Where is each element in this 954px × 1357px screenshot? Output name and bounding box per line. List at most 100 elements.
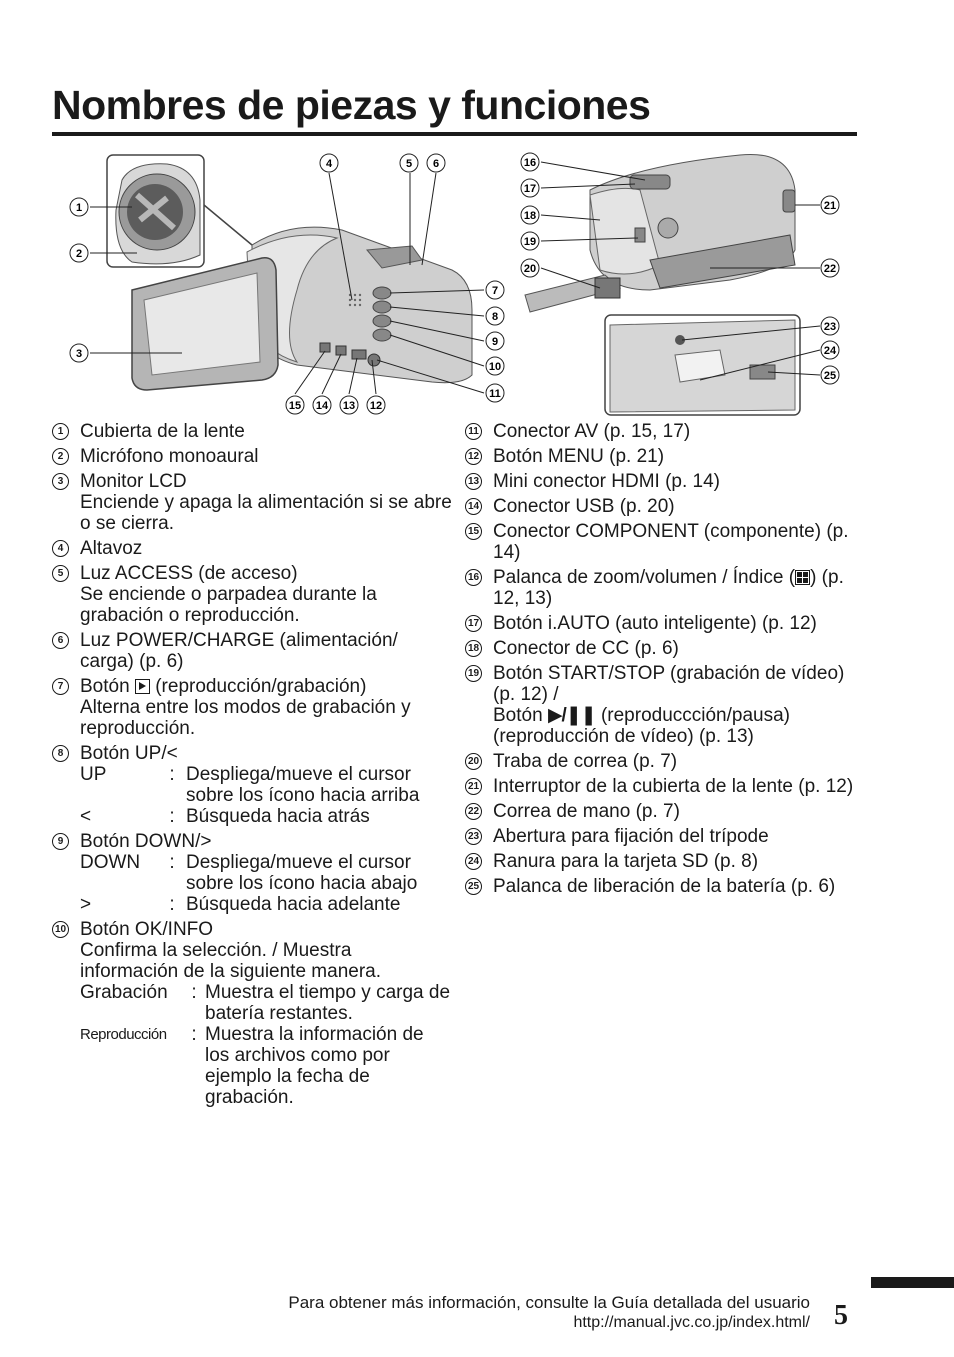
item-description: Enciende y apaga la alimentación si se a… — [80, 492, 452, 534]
definition-sep: : — [191, 1024, 197, 1045]
item-number: 14 — [465, 498, 482, 515]
list-item: 25 Palanca de liberación de la batería (… — [465, 876, 865, 897]
item-label: Palanca de liberación de la batería (p. … — [493, 876, 836, 897]
definition-key: DOWN — [80, 852, 141, 873]
camcorder-rear-figure: 16 17 18 19 20 21 22 23 24 25 — [520, 152, 840, 416]
item-number: 6 — [52, 632, 69, 649]
title-rule — [52, 132, 857, 136]
item-label: Abertura para fijación del trípode — [493, 826, 769, 847]
definition-key: > — [80, 894, 92, 915]
callout-label: 1 — [76, 202, 82, 214]
item-number: 12 — [465, 448, 482, 465]
callout-label: 14 — [316, 400, 329, 412]
callout-badge: 6 — [426, 153, 446, 173]
definition-row: < : Búsqueda hacia atrás — [80, 806, 452, 827]
callout-badge: 24 — [820, 340, 840, 360]
item-number: 11 — [465, 423, 482, 440]
definition-row: Grabación : Muestra el tiempo y carga de… — [80, 982, 452, 1024]
list-item: 11 Conector AV (p. 15, 17) — [465, 421, 865, 442]
list-item: 4 Altavoz — [52, 538, 452, 559]
list-item: 22 Correa de mano (p. 7) — [465, 801, 865, 822]
definition-value: Búsqueda hacia atrás — [186, 806, 370, 827]
item-label: Altavoz — [80, 538, 143, 559]
list-item: 8 Botón UP/< UP : Despliega/mueve el cur… — [52, 743, 452, 827]
item-label: Traba de correa (p. 7) — [493, 751, 678, 772]
definition-value: Despliega/mueve el cursor sobre los ícon… — [186, 852, 418, 894]
list-item: 9 Botón DOWN/> DOWN : Despliega/mueve el… — [52, 831, 452, 915]
item-label: Botón (reproducción/grabación) — [80, 676, 452, 697]
callout-label: 17 — [524, 183, 536, 195]
footer: Para obtener más información, consulte l… — [288, 1293, 810, 1333]
callout-label: 4 — [326, 158, 333, 170]
list-item: 21 Interruptor de la cubierta de la lent… — [465, 776, 865, 797]
item-label-post: (reproducción/grabación) — [155, 676, 367, 697]
definition-key: Grabación — [80, 982, 168, 1003]
item-label: Botón MENU (p. 21) — [493, 446, 665, 467]
camcorder-front-figure: 1 2 3 4 5 6 7 8 9 10 11 12 13 14 15 — [69, 153, 505, 415]
definition-sep: : — [169, 764, 175, 785]
callout-label: 16 — [524, 157, 536, 169]
item-number: 5 — [52, 565, 69, 582]
definition-row: DOWN : Despliega/mueve el cursor sobre l… — [80, 852, 452, 894]
definition-sep: : — [169, 894, 175, 915]
list-item: 16 Palanca de zoom/volumen / Índice () (… — [465, 567, 865, 609]
callout-badge: 8 — [485, 306, 505, 326]
list-item: 1 Cubierta de la lente — [52, 421, 452, 442]
definition-value: Despliega/mueve el cursor sobre los ícon… — [186, 764, 420, 806]
callout-badge: 2 — [69, 243, 89, 263]
item-number: 10 — [52, 921, 69, 938]
item-label: Conector de CC (p. 6) — [493, 638, 679, 659]
definition-row: > : Búsqueda hacia adelante — [80, 894, 452, 915]
item-number: 4 — [52, 540, 69, 557]
item-label-pre: Botón — [80, 676, 130, 697]
item-label: Botón START/STOP (grabación de vídeo) (p… — [493, 663, 845, 705]
list-item: 3 Monitor LCD Enciende y apaga la alimen… — [52, 471, 452, 534]
definition-sep: : — [169, 852, 175, 873]
item-number: 22 — [465, 803, 482, 820]
item-number: 7 — [52, 678, 69, 695]
callout-badge: 17 — [520, 178, 540, 198]
item-label: Monitor LCD — [80, 471, 187, 492]
item-number: 16 — [465, 569, 482, 586]
item-label: Cubierta de la lente — [80, 421, 245, 442]
item-label: Botón UP/< — [80, 743, 178, 764]
callout-label: 3 — [76, 348, 82, 360]
callout-badge: 23 — [820, 316, 840, 336]
callout-label: 24 — [824, 345, 837, 357]
callout-badge: 25 — [820, 365, 840, 385]
item-label-secondary: Botón ▶/❚❚ (reproduccción/pausa) (reprod… — [493, 705, 865, 747]
item-number: 25 — [465, 878, 482, 895]
callout-badge: 20 — [520, 258, 540, 278]
item-number: 23 — [465, 828, 482, 845]
footer-url-link[interactable]: http://manual.jvc.co.jp/index.html/ — [573, 1314, 810, 1331]
list-item: 13 Mini conector HDMI (p. 14) — [465, 471, 865, 492]
list-item: 18 Conector de CC (p. 6) — [465, 638, 865, 659]
callout-badges: 1 2 3 4 5 6 7 8 9 10 11 12 13 14 15 — [69, 153, 505, 415]
list-item: 17 Botón i.AUTO (auto inteligente) (p. 1… — [465, 613, 865, 634]
callout-label: 23 — [824, 321, 836, 333]
definition-value: Muestra la información de los archivos c… — [205, 1024, 424, 1108]
callout-badge: 16 — [520, 152, 540, 172]
parts-list-right: 11 Conector AV (p. 15, 17) 12 Botón MENU… — [465, 421, 865, 901]
item-number: 8 — [52, 745, 69, 762]
item-number: 2 — [52, 448, 69, 465]
item-label: Micrófono monoaural — [80, 446, 259, 467]
definition-sep: : — [169, 806, 175, 827]
definition-row: Reproducción : Muestra la información de… — [80, 1024, 452, 1108]
item-number: 1 — [52, 423, 69, 440]
callout-label: 7 — [492, 285, 498, 297]
item-label: Luz ACCESS (de acceso) — [80, 563, 298, 584]
item-number: 13 — [465, 473, 482, 490]
item-label: Conector COMPONENT (componente) (p. 14) — [493, 521, 849, 563]
callout-label: 18 — [524, 210, 536, 222]
callout-badge: 10 — [485, 356, 505, 376]
item-description: Confirma la selección. / Muestra informa… — [80, 940, 382, 982]
item-label: Luz POWER/CHARGE (alimentación/ carga) (… — [80, 630, 398, 672]
item-description: Se enciende o parpadea durante la grabac… — [80, 584, 377, 626]
callout-badge: 18 — [520, 205, 540, 225]
item-label-post: ) (p. 12, 13) — [493, 567, 844, 609]
page-title: Nombres de piezas y funciones — [52, 82, 651, 128]
item-label: Palanca de zoom/volumen / Índice () (p. … — [493, 567, 865, 609]
item-label: Botón OK/INFO — [80, 919, 214, 940]
callout-label: 25 — [824, 370, 836, 382]
